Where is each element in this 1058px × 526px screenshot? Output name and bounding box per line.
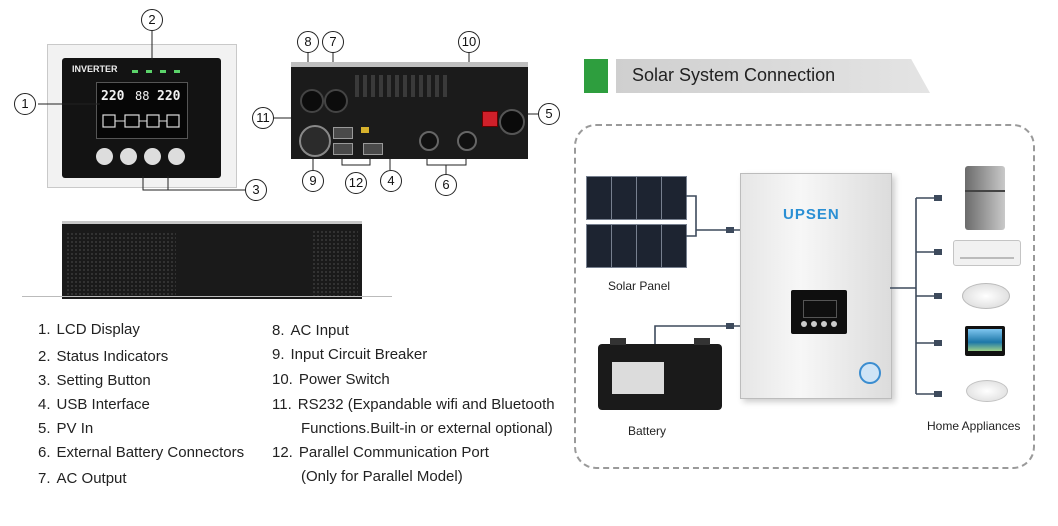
- input-circuit-breaker[interactable]: [299, 125, 331, 157]
- lcd-flow-icons: [102, 114, 180, 128]
- callout-2: 2: [141, 9, 163, 31]
- inverter-unit: UPSEN: [740, 173, 892, 399]
- vent-grille: [355, 75, 447, 97]
- battery-terminal: [610, 338, 626, 345]
- solar-panel-label: Solar Panel: [608, 279, 671, 293]
- legend-item: 2.Status Indicators: [38, 348, 169, 365]
- battery-label: Battery: [628, 424, 667, 438]
- heading-accent-bar: [584, 59, 608, 93]
- callout-6: 6: [435, 174, 457, 196]
- callout-3: 3: [245, 179, 267, 201]
- lcd-mid-reading: 88: [135, 89, 150, 103]
- setting-button-esc[interactable]: [144, 148, 161, 165]
- home-appliances-label: Home Appliances: [927, 419, 1021, 433]
- legend-item: 12.Parallel Communication Port: [272, 444, 489, 461]
- air-conditioner-icon: [953, 240, 1021, 266]
- side-vent-mesh: [312, 230, 358, 296]
- battery-terminal: [694, 338, 710, 345]
- legend-item-continued: Functions.Built-in or external optional): [301, 420, 553, 437]
- parallel-port: [333, 143, 353, 155]
- usb-port: [361, 127, 369, 133]
- pv-input-port: [499, 109, 525, 135]
- legend-item: 5.PV In: [38, 420, 94, 437]
- lcd-right-reading: 220: [157, 89, 181, 104]
- back-panel: [291, 62, 528, 159]
- rs232-port: [333, 127, 353, 139]
- television-icon: [965, 326, 1005, 356]
- callout-1: 1: [14, 93, 36, 115]
- section-heading: Solar System Connection: [632, 65, 836, 85]
- legend-item: 11.RS232 (Expandable wifi and Bluetooth: [272, 396, 555, 413]
- callout-5: 5: [538, 103, 560, 125]
- side-vent-mesh: [66, 232, 176, 296]
- status-led: [174, 70, 180, 73]
- refrigerator-icon: [965, 166, 1005, 230]
- solar-panel-array: [586, 176, 687, 270]
- callout-8: 8: [297, 31, 319, 53]
- power-switch[interactable]: [482, 111, 498, 127]
- certification-badge-icon: [859, 362, 881, 384]
- front-panel-title: INVERTER: [72, 64, 118, 74]
- setting-button-up[interactable]: [96, 148, 113, 165]
- system-diagram-frame: [574, 124, 1035, 469]
- ceiling-lamp-icon: [962, 283, 1010, 309]
- lcd-left-reading: 220: [101, 89, 125, 104]
- legend-item: 7.AC Output: [38, 470, 127, 487]
- status-led: [146, 70, 152, 73]
- battery-connector-negative: [457, 131, 477, 151]
- legend-item: 9.Input Circuit Breaker: [272, 346, 428, 363]
- callout-9: 9: [302, 170, 324, 192]
- side-view-ground-line: [22, 296, 392, 297]
- battery-label-plate: [612, 362, 664, 394]
- legend-item: 3.Setting Button: [38, 372, 151, 389]
- parallel-port: [363, 143, 383, 155]
- callout-11: 11: [252, 107, 274, 129]
- battery-connector-positive: [419, 131, 439, 151]
- status-led: [160, 70, 166, 73]
- front-panel: INVERTER 220 88 220: [62, 58, 221, 178]
- ac-input-port: [300, 89, 324, 113]
- legend-item-continued: (Only for Parallel Model): [301, 468, 463, 485]
- brand-logo: UPSEN: [783, 206, 840, 223]
- legend-item: 1.LCD Display: [38, 321, 140, 338]
- setting-button-enter[interactable]: [168, 148, 185, 165]
- status-led: [132, 70, 138, 73]
- inverter-display: [791, 290, 847, 334]
- heading-banner: Solar System Connection: [616, 59, 930, 93]
- battery: [598, 344, 722, 410]
- legend-item: 4.USB Interface: [38, 396, 150, 413]
- setting-button-down[interactable]: [120, 148, 137, 165]
- callout-7: 7: [322, 31, 344, 53]
- legend-item: 8.AC Input: [272, 322, 349, 339]
- lcd-display: 220 88 220: [96, 82, 188, 139]
- callout-4: 4: [380, 170, 402, 192]
- legend-item: 10.Power Switch: [272, 371, 390, 388]
- legend-item: 6.External Battery Connectors: [38, 444, 245, 461]
- callout-12: 12: [345, 172, 367, 194]
- callout-10: 10: [458, 31, 480, 53]
- ac-output-port: [324, 89, 348, 113]
- downlight-icon: [966, 380, 1008, 402]
- side-view: [62, 221, 362, 299]
